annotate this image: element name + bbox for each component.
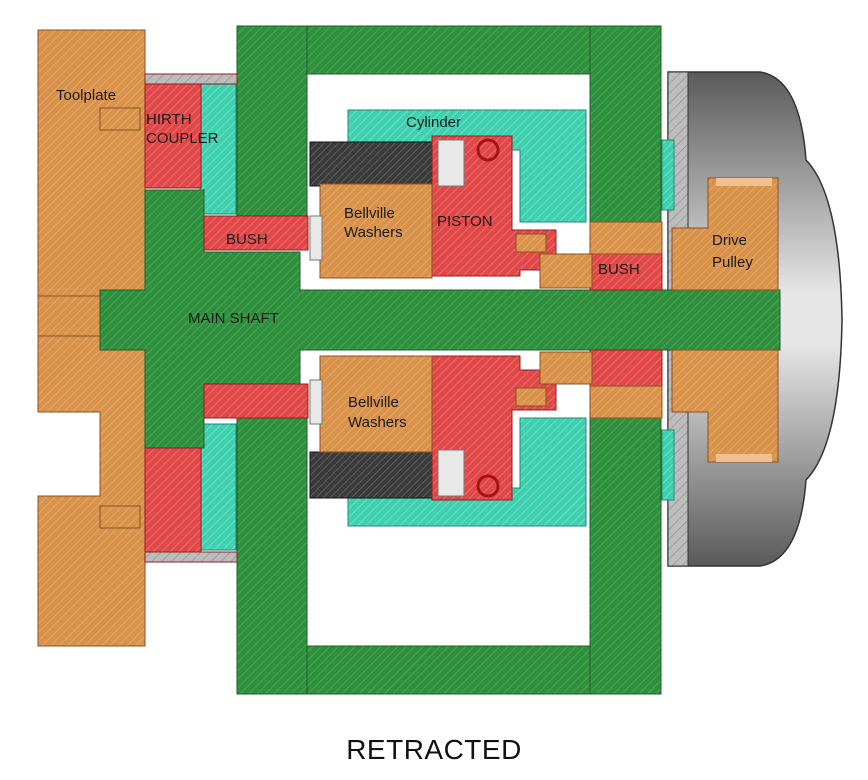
toolplate <box>37 29 146 647</box>
bush-left <box>203 215 309 419</box>
label-drive-pulley-1: Drive <box>712 232 747 249</box>
label-bush-right: BUSH <box>598 261 640 278</box>
housing-frame <box>236 25 662 695</box>
label-main-shaft: MAIN SHAFT <box>188 310 279 327</box>
hirth-coupler <box>144 73 238 563</box>
label-drive-pulley-2: Pulley <box>712 254 753 271</box>
bellville-washers <box>309 183 547 453</box>
drive-pulley <box>539 177 779 463</box>
label-piston: PISTON <box>437 213 493 230</box>
label-bellville-lower-1: Bellville <box>348 394 399 411</box>
label-bellville-upper-2: Washers <box>344 224 403 241</box>
label-toolplate: Toolplate <box>56 87 116 104</box>
label-hirth-coupler-2: COUPLER <box>146 130 219 147</box>
label-cylinder: Cylinder <box>406 114 461 131</box>
state-caption: RETRACTED <box>346 734 522 765</box>
spindle-cross-section: Toolplate HIRTH COUPLER Cylinder Bellvil… <box>37 25 843 695</box>
labels: Toolplate HIRTH COUPLER Cylinder Bellvil… <box>56 87 753 431</box>
label-bush-left: BUSH <box>226 231 268 248</box>
label-hirth-coupler-1: HIRTH <box>146 111 192 128</box>
cylinder <box>199 83 675 551</box>
label-bellville-upper-1: Bellville <box>344 205 395 222</box>
label-bellville-lower-2: Washers <box>348 414 407 431</box>
